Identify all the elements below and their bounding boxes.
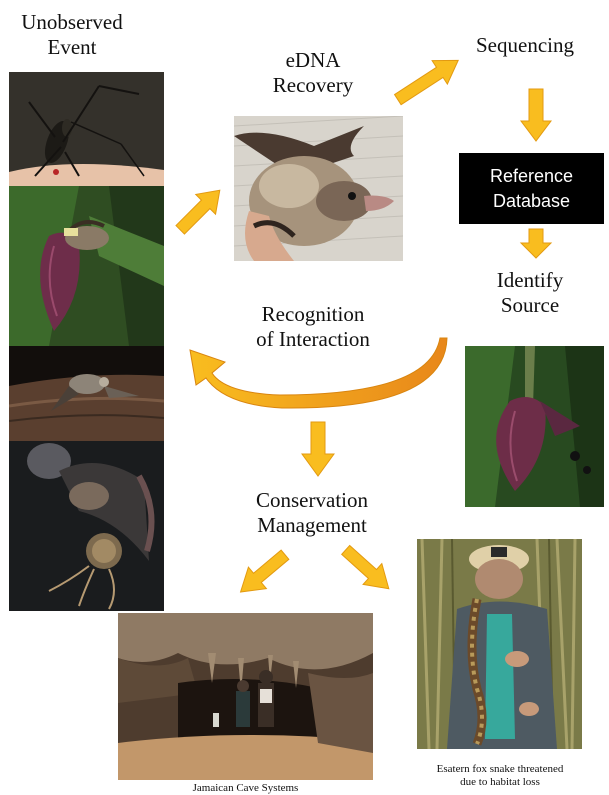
identify-source-line1: Identify xyxy=(496,268,564,292)
sequencing-label: Sequencing xyxy=(476,33,574,57)
arrow-to-edna xyxy=(175,189,221,235)
conservation-line1: Conservation xyxy=(256,488,368,512)
edna-recovery-label: eDNA Recovery xyxy=(248,48,378,98)
unobserved-event-line1: Unobserved xyxy=(21,10,123,34)
cave-explorers-photo xyxy=(118,613,373,780)
reference-database-line2: Database xyxy=(492,190,571,211)
bat-with-fruit-photo xyxy=(9,441,164,611)
bat-held-in-hand-photo xyxy=(234,116,403,261)
unobserved-event-label: Unobserved Event xyxy=(14,10,130,60)
mosquito-photo xyxy=(9,72,164,186)
banana-flower-photo xyxy=(465,346,604,507)
recognition-line1: Recognition xyxy=(261,302,365,326)
arrow-to-sequencing xyxy=(393,59,459,106)
conservation-line2: Management xyxy=(257,513,367,537)
unobserved-event-line2: Event xyxy=(47,35,97,59)
researcher-with-snake-photo xyxy=(417,539,582,749)
snake-caption-line1: Esatern fox snake threatened xyxy=(436,763,564,775)
arrow-recognition-curve xyxy=(189,337,448,409)
identify-source-line2: Source xyxy=(500,293,560,317)
recognition-line2: of Interaction xyxy=(256,327,370,351)
bat-on-log-photo xyxy=(9,346,164,441)
snake-caption: Esatern fox snake threatened due to habi… xyxy=(405,763,595,789)
arrow-to-database xyxy=(520,88,552,142)
arrow-to-conservation xyxy=(301,421,335,477)
reference-database-box: Reference Database xyxy=(459,153,604,224)
recognition-label: Recognition of Interaction xyxy=(232,302,394,352)
snake-caption-line2: due to habitat loss xyxy=(460,776,540,788)
edna-recovery-line1: eDNA xyxy=(285,48,341,72)
arrow-to-cave xyxy=(239,549,290,593)
reference-database-line1: Reference xyxy=(489,165,574,186)
conservation-management-label: Conservation Management xyxy=(232,488,392,538)
cave-caption: Jamaican Cave Systems xyxy=(192,782,299,794)
identify-source-label: Identify Source xyxy=(465,268,595,318)
banana-flower-bat-photo xyxy=(9,186,164,346)
arrow-to-identify xyxy=(519,228,553,259)
arrow-to-snake xyxy=(340,544,390,590)
edna-recovery-line2: Recovery xyxy=(272,73,354,97)
